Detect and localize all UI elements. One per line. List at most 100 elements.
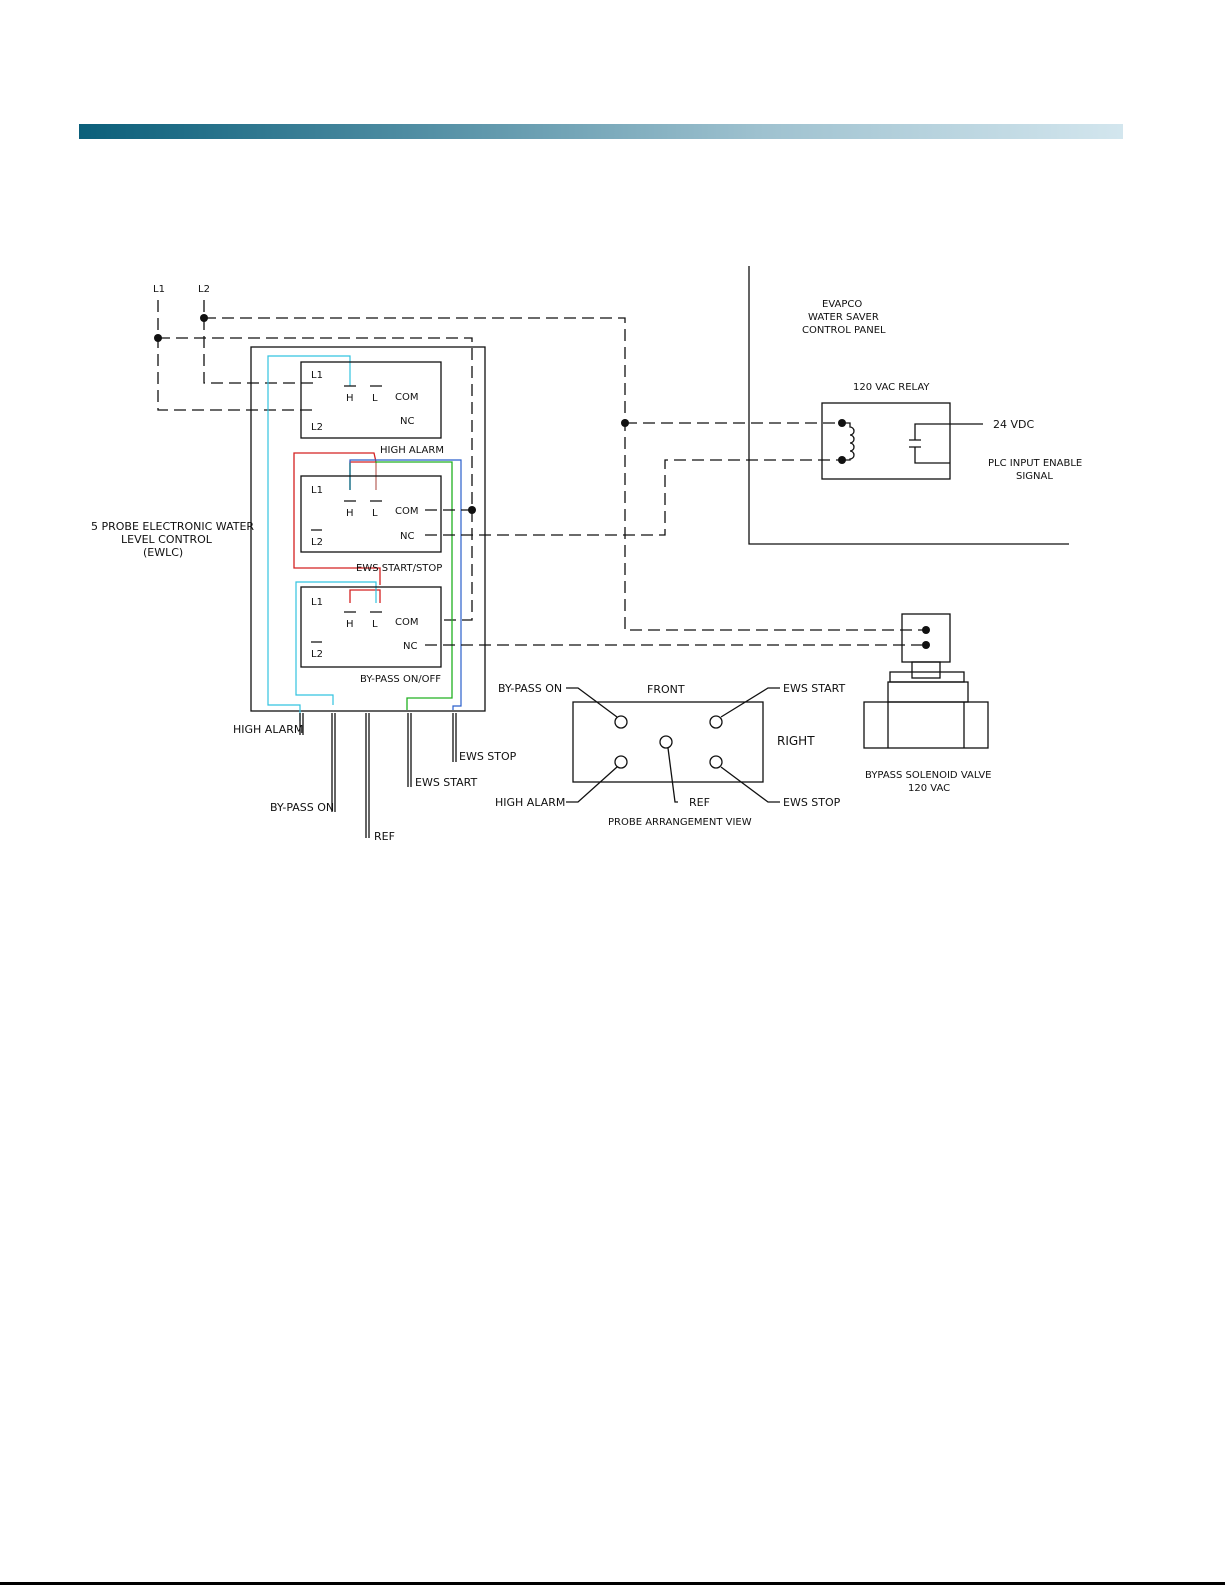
arrangement-caption: PROBE ARRANGEMENT VIEW [608, 817, 752, 828]
probe-arrangement-view: FRONT RIGHT BY-PASS ON EWS START HIGH AL… [495, 682, 846, 828]
l2-to-valve-wire [204, 317, 922, 631]
arrangement-ews-stop-label: EWS STOP [783, 796, 841, 809]
arrangement-right-label: RIGHT [777, 734, 815, 748]
bottom-rule [0, 1582, 1225, 1585]
valve-terminal-dot-2 [922, 641, 930, 649]
probe-rods: HIGH ALARM BY-PASS ON REF EWS START EWS … [233, 713, 517, 843]
module-high-alarm-label: HIGH ALARM [380, 445, 444, 456]
probe-ews-start-label: EWS START [415, 776, 478, 789]
cyan-wire-high-alarm [267, 355, 351, 721]
module-2-terminal-ticks [311, 500, 382, 531]
arrangement-high-alarm-label: HIGH ALARM [495, 796, 565, 809]
relay-plc-line1: PLC INPUT ENABLE [988, 458, 1082, 469]
module-3-h: H [346, 619, 354, 630]
red-wire-ews-start [293, 452, 381, 585]
probe-rod-ews-start [407, 713, 412, 787]
valve-coil-box [901, 613, 951, 663]
relay-coil-icon [842, 422, 855, 461]
supply-l1-label: L1 [153, 284, 165, 295]
arrangement-probe-high-alarm [614, 755, 628, 769]
l2-junction-dot [200, 314, 208, 322]
relay-plc-line2: SIGNAL [1016, 471, 1053, 482]
module-2-nc: NC [400, 531, 414, 542]
valve-label-line2: 120 VAC [908, 783, 950, 794]
arrangement-ews-start-label: EWS START [783, 682, 846, 695]
water-saver-panel: EVAPCO WATER SAVER CONTROL PANEL 120 VAC… [748, 266, 1082, 545]
module-bypass-label: BY-PASS ON/OFF [360, 674, 441, 685]
module-2-l1: L1 [311, 485, 323, 496]
module-3-l2: L2 [311, 649, 323, 660]
module-output-wires [425, 419, 922, 646]
supply-lines: L1 L2 [153, 284, 922, 631]
module-1-l2: L2 [311, 422, 323, 433]
module-ews-start-stop: L1 L2 H L COM NC EWS START/STOP [300, 475, 442, 574]
leader-bypass-on [566, 687, 618, 718]
module-3-nc: NC [403, 641, 417, 652]
module-high-alarm: L1 L2 H L COM NC HIGH ALARM [300, 361, 444, 456]
leader-ews-stop [720, 766, 780, 803]
ews-com-junction-dot [468, 506, 476, 514]
valve-bonnet [887, 681, 969, 703]
valve-bonnet-top [889, 671, 965, 683]
module-high-alarm-box [300, 361, 442, 439]
probe-rod-ref [365, 713, 370, 838]
valve-stem [911, 661, 941, 679]
valve-body-flanges [887, 702, 965, 748]
module-3-terminal-ticks [311, 611, 382, 643]
module-bypass-box [300, 586, 442, 668]
arrangement-bypass-on-label: BY-PASS ON [498, 682, 562, 695]
module-3-com: COM [395, 617, 418, 628]
module-1-com: COM [395, 392, 418, 403]
arrangement-box [572, 701, 764, 783]
module-3-l: L [372, 619, 378, 630]
arrangement-probe-bypass-on [614, 715, 628, 729]
probe-rod-ews-stop [452, 713, 457, 762]
l1-vertical-wire [157, 300, 318, 411]
arrangement-probe-ews-start [709, 715, 723, 729]
arrangement-ref-label: REF [689, 796, 710, 809]
red-wire-bypass [349, 589, 381, 603]
module-1-nc: NC [400, 416, 414, 427]
panel-label-line3: CONTROL PANEL [802, 325, 886, 336]
internal-wiring [267, 355, 462, 721]
ewlc-label-line2: LEVEL CONTROL [121, 533, 213, 546]
relay-contact-icon [909, 423, 983, 464]
relay-box [821, 402, 951, 480]
module-2-h: H [346, 508, 354, 519]
arrangement-probe-ref [659, 735, 673, 749]
probe-ews-stop-label: EWS STOP [459, 750, 517, 763]
valve-label-line1: BYPASS SOLENOID VALVE [865, 770, 992, 781]
l1-to-com-wire [158, 337, 473, 621]
probe-rod-high-alarm [299, 713, 304, 735]
module-ews-label: EWS START/STOP [356, 563, 442, 574]
header-bar [79, 124, 1123, 139]
cyan-wire-bypass [295, 581, 377, 705]
blue-wire-ews-stop [349, 459, 462, 710]
arrangement-probe-ews-stop [709, 755, 723, 769]
valve-body [863, 701, 989, 749]
module-ews-box [300, 475, 442, 553]
module-2-com: COM [395, 506, 418, 517]
bypass-solenoid-valve: BYPASS SOLENOID VALVE 120 VAC [863, 613, 992, 794]
leader-ref [667, 747, 678, 803]
probe-ref-label: REF [374, 830, 395, 843]
module-1-l: L [372, 393, 378, 404]
module-bypass: L1 L2 H L COM NC BY-PASS ON/OFF [300, 586, 442, 685]
probe-bypass-on-label: BY-PASS ON [270, 801, 334, 814]
relay-junction-dot [621, 419, 629, 427]
panel-border [748, 266, 1069, 545]
relay-title: 120 VAC RELAY [853, 382, 930, 393]
panel-label-line1: EVAPCO [822, 299, 862, 310]
ews-nc-to-relay-wire [425, 459, 842, 536]
module-2-l2: L2 [311, 537, 323, 548]
module-3-l1: L1 [311, 597, 323, 608]
ewlc-enclosure: 5 PROBE ELECTRONIC WATER LEVEL CONTROL (… [91, 346, 486, 712]
ewlc-label-line1: 5 PROBE ELECTRONIC WATER [91, 520, 254, 533]
module-1-l1: L1 [311, 370, 323, 381]
l1-junction-dot [154, 334, 162, 342]
module-1-h: H [346, 393, 354, 404]
ewlc-outer-box [250, 346, 486, 712]
arrangement-front-label: FRONT [647, 683, 685, 696]
relay-dc-label: 24 VDC [993, 418, 1034, 431]
